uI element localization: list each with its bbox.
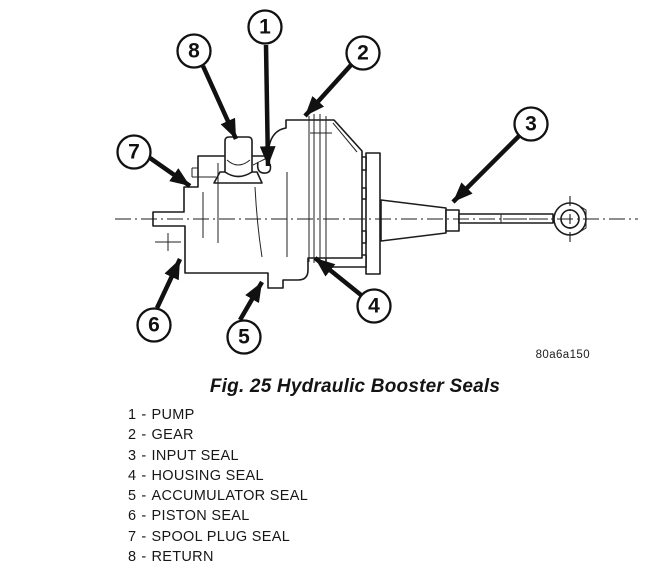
legend-item-8: 8-RETURN (128, 547, 308, 567)
legend-item-number: 8 (128, 549, 137, 566)
callout-3-number: 3 (525, 113, 537, 136)
legend-item-number: 4 (128, 467, 137, 484)
legend: 1-PUMP 2-GEAR 3-INPUT SEAL 4-HOUSING SEA… (128, 405, 308, 567)
housing-outline (152, 119, 363, 289)
callout-arrow-3 (451, 134, 521, 204)
legend-separator: - (141, 427, 147, 444)
callout-1: 1 (247, 9, 283, 45)
legend-separator: - (141, 488, 147, 505)
legend-item-number: 7 (128, 528, 137, 545)
callout-arrow-1 (259, 44, 276, 167)
legend-separator: - (141, 447, 147, 464)
callout-6: 6 (136, 307, 172, 343)
centerline (115, 196, 638, 243)
legend-separator: - (141, 549, 147, 566)
legend-item-4: 4-HOUSING SEAL (128, 466, 308, 486)
legend-separator: - (141, 508, 147, 525)
legend-item-5: 5-ACCUMULATOR SEAL (128, 486, 308, 506)
legend-item-label: ACCUMULATOR SEAL (151, 488, 309, 505)
figure-caption: Fig. 25 Hydraulic Booster Seals (209, 376, 501, 397)
legend-item-label: PISTON SEAL (151, 508, 250, 525)
return-port-cap (224, 136, 253, 178)
legend-item-label: SPOOL PLUG SEAL (151, 528, 291, 545)
legend-separator: - (141, 467, 147, 484)
bore-lines (155, 163, 288, 258)
callout-5-number: 5 (238, 326, 250, 349)
callout-1-number: 1 (259, 16, 271, 39)
legend-item-label: INPUT SEAL (151, 447, 239, 464)
spool-plug (191, 167, 216, 178)
legend-item-number: 3 (128, 447, 137, 464)
callout-7-number: 7 (128, 141, 140, 164)
input-cone (380, 199, 447, 242)
callout-2: 2 (345, 35, 381, 71)
legend-item-3: 3-INPUT SEAL (128, 446, 308, 466)
callout-8: 8 (176, 33, 212, 69)
input-seal-boss (445, 209, 460, 232)
callout-5: 5 (226, 319, 262, 355)
legend-item-7: 7-SPOOL PLUG SEAL (128, 527, 308, 547)
callout-3: 3 (513, 106, 549, 142)
legend-separator: - (141, 528, 147, 545)
callout-4-number: 4 (368, 295, 380, 318)
legend-item-number: 6 (128, 508, 137, 525)
legend-item-number: 5 (128, 488, 137, 505)
legend-item-number: 2 (128, 427, 137, 444)
callout-2-number: 2 (357, 42, 369, 65)
legend-item-2: 2-GEAR (128, 425, 308, 445)
callout-arrow-8 (200, 65, 239, 140)
callout-6-number: 6 (148, 314, 160, 337)
callout-arrow-5 (238, 280, 264, 322)
legend-item-label: RETURN (151, 549, 214, 566)
callout-7: 7 (116, 134, 152, 170)
legend-item-number: 1 (128, 407, 137, 423)
mounting-flange (365, 152, 381, 275)
callout-8-number: 8 (188, 40, 200, 63)
callout-arrow-7 (148, 156, 192, 188)
legend-item-label: HOUSING SEAL (151, 467, 264, 484)
callout-arrow-2 (303, 63, 353, 118)
callout-arrows (148, 44, 521, 322)
housing-seam (308, 114, 327, 263)
callout-4: 4 (356, 288, 392, 324)
booster-body (115, 114, 638, 289)
callout-arrow-6 (154, 258, 183, 309)
legend-separator: - (141, 407, 147, 423)
legend-item-6: 6-PISTON SEAL (128, 506, 308, 526)
legend-item-1: 1-PUMP (128, 405, 308, 425)
legend-item-label: GEAR (151, 427, 194, 444)
drawing-code: 80a6a150 (536, 349, 590, 361)
legend-item-label: PUMP (151, 407, 195, 423)
callout-arrow-4 (313, 256, 363, 297)
